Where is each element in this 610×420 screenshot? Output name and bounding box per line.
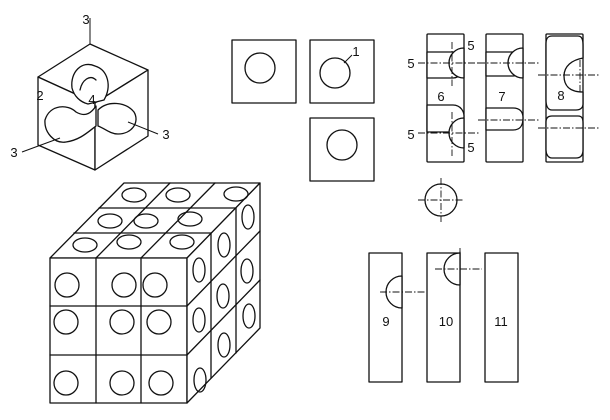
side-disk xyxy=(242,303,256,329)
top-disk xyxy=(72,237,98,253)
label-face-2: 2 xyxy=(36,88,43,103)
front-disk xyxy=(142,272,168,298)
front-disk xyxy=(111,272,137,298)
label-inner-4: 4 xyxy=(88,92,95,107)
side-disk xyxy=(241,204,255,230)
top-disk xyxy=(97,213,123,229)
disk-face-left xyxy=(231,39,297,104)
label-axis-3-right: 3 xyxy=(162,127,169,142)
front-disk xyxy=(53,309,79,335)
top-disk xyxy=(177,211,203,227)
side-disk xyxy=(217,332,231,358)
piece-7: 7 xyxy=(478,33,540,163)
front-disk xyxy=(109,370,135,396)
top-disk xyxy=(116,234,142,250)
label-5-top-left: 5 xyxy=(407,56,414,71)
top-disk xyxy=(121,187,147,203)
front-disk xyxy=(146,309,172,335)
label-5-bottom-right: 5 xyxy=(467,140,474,155)
piece-11: 11 xyxy=(484,252,519,383)
top-disk xyxy=(223,186,249,202)
front-disk xyxy=(53,370,79,396)
piece-6: 6 5 5 5 5 xyxy=(407,33,480,163)
label-axis-3-top: 3 xyxy=(82,12,89,27)
side-disk xyxy=(192,257,206,283)
label-5-top-right: 5 xyxy=(467,38,474,53)
disk-face-lower xyxy=(309,117,375,182)
label-piece-6: 6 xyxy=(437,89,444,104)
piece-10: 10 xyxy=(426,248,482,383)
side-disk xyxy=(240,258,254,284)
label-piece-11: 11 xyxy=(494,314,508,329)
piece-8: 8 xyxy=(538,33,600,163)
front-disk xyxy=(109,309,135,335)
disk-face-1: 1 xyxy=(309,39,375,104)
assembled-cube xyxy=(49,182,261,404)
ball-with-centerlines xyxy=(418,178,464,222)
top-disk xyxy=(169,234,195,250)
front-disk xyxy=(54,272,80,298)
top-disk xyxy=(165,187,191,203)
corner-mechanism-view: 3 2 4 3 3 xyxy=(10,12,170,171)
label-axis-3-left: 3 xyxy=(10,145,17,160)
top-disk xyxy=(133,213,159,229)
side-disk xyxy=(217,232,231,258)
front-disk xyxy=(148,370,174,396)
side-disk xyxy=(193,367,207,393)
label-piece-7: 7 xyxy=(498,89,505,104)
label-1: 1 xyxy=(352,44,359,59)
label-piece-8: 8 xyxy=(557,88,564,103)
label-piece-10: 10 xyxy=(439,314,453,329)
side-disk xyxy=(192,307,206,333)
label-piece-9: 9 xyxy=(382,314,389,329)
side-disk xyxy=(216,283,230,309)
piece-9: 9 xyxy=(368,252,425,383)
label-5-bottom-left: 5 xyxy=(407,127,414,142)
